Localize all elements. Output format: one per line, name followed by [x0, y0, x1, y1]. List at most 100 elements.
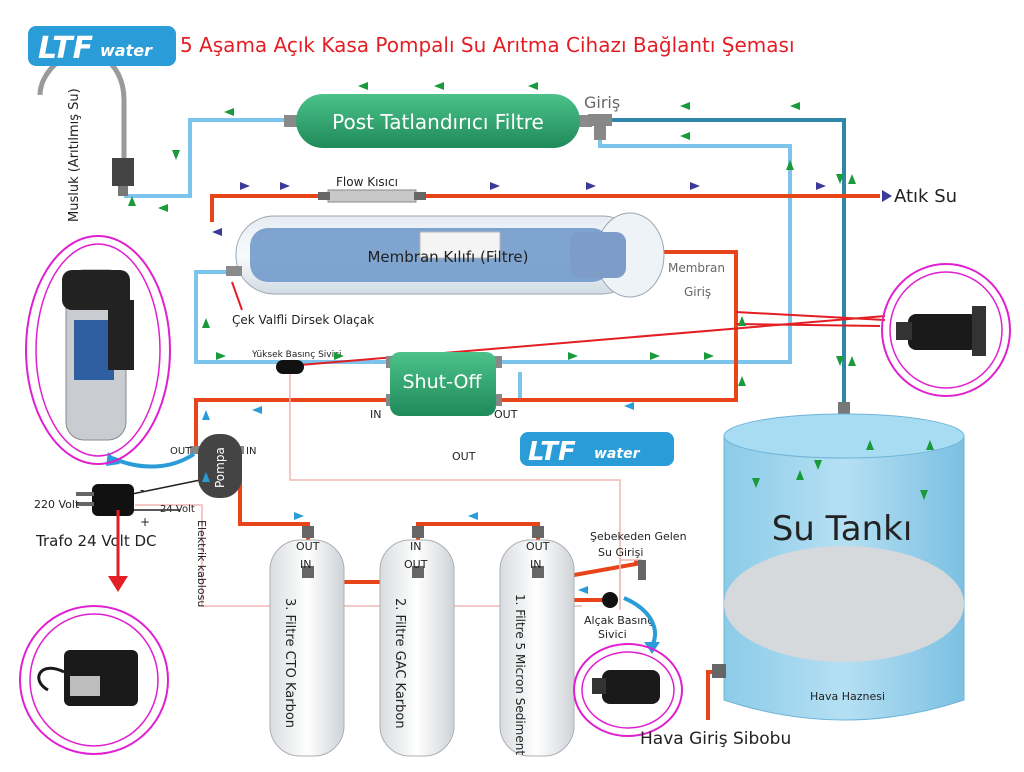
tank-air-valve-label: Hava Giriş Sibobu	[640, 729, 791, 749]
flow-arrow	[568, 352, 578, 360]
flow-arrow	[650, 352, 660, 360]
flow-arrow	[680, 102, 690, 110]
filter-2-bottom-port: OUT	[404, 558, 428, 571]
flow-arrow	[814, 460, 822, 470]
filter-2-top-port: IN	[410, 540, 421, 553]
pressure-arrow	[202, 410, 210, 420]
flow-arrow	[926, 440, 934, 450]
filter-3-top-port: OUT	[296, 540, 320, 553]
flow-arrow	[848, 356, 856, 366]
filter-1-bottom-port: IN	[530, 558, 541, 571]
check-valve-pointer	[231, 281, 243, 311]
flow-arrow	[796, 470, 804, 480]
pressure-arrow	[202, 472, 210, 482]
low-pressure-switch-line-1: Alçak Basınç	[584, 614, 653, 627]
membrane-label: Membran Kılıfı (Filtre)	[367, 248, 528, 266]
mains-inlet-line-2: Su Girişi	[598, 546, 643, 559]
flow-arrow	[528, 82, 538, 90]
filter-3-bottom-port: IN	[300, 558, 311, 571]
flow-arrow	[158, 204, 168, 212]
logo-small: LTF water	[520, 432, 674, 467]
tank-air-chamber-label: Hava Haznesi	[810, 690, 885, 703]
flow-arrow	[752, 478, 760, 488]
standalone-out-label: OUT	[452, 450, 476, 463]
low-pressure-switch-icon	[602, 592, 618, 608]
pressure-arrow	[252, 406, 262, 414]
flow-arrow	[704, 352, 714, 360]
flow-arrow	[224, 108, 234, 116]
waste-arrows	[212, 182, 826, 236]
flow-arrow	[128, 196, 136, 206]
shutoff-label: Shut-Off	[402, 371, 482, 393]
post-filter: Post Tatlandırıcı Filtre	[284, 94, 592, 148]
flow-arrow	[786, 160, 794, 170]
logo-small-main: LTF	[528, 437, 576, 467]
faucet-tube	[37, 49, 127, 196]
flow-arrow	[920, 490, 928, 500]
flow-arrow	[790, 102, 800, 110]
filter-2-housing	[379, 526, 455, 757]
adaptor-photo-highlight	[19, 605, 169, 755]
filter-1-top-port: OUT	[526, 540, 550, 553]
check-valve-label: Çek Valfli Dirsek Olaçak	[232, 313, 374, 327]
waste-arrow	[490, 182, 500, 190]
post-filter-label: Post Tatlandırıcı Filtre	[332, 110, 544, 134]
pump-label: Pompa	[213, 447, 227, 488]
pump-in-label: IN	[246, 446, 256, 457]
logo-sub: water	[100, 41, 153, 60]
high-pressure-switch-label: Yüksek Basınç Sivici	[251, 350, 342, 360]
flow-arrow	[202, 318, 210, 328]
tee-fitting-icon	[588, 114, 612, 140]
waste-arrow	[240, 182, 250, 190]
pressure-arrow	[624, 402, 634, 410]
electric-cable-label: Elektrik kablosu	[195, 520, 208, 607]
flow-arrow	[738, 376, 746, 386]
pressure-arrow	[468, 512, 478, 520]
flow-arrow	[866, 440, 874, 450]
flow-arrow	[334, 352, 344, 360]
power-lines	[131, 477, 211, 511]
transformer-label: Trafo 24 Volt DC	[35, 532, 157, 550]
shutoff-valve: Shut-Off	[386, 352, 502, 416]
flow-arrow	[358, 82, 368, 90]
shutoff-in-label: IN	[370, 408, 381, 421]
low-pressure-switch-line-2: Sivici	[598, 628, 627, 641]
flow-arrow	[216, 352, 226, 360]
transformer-volt-out: 24 Volt	[160, 504, 195, 515]
pump-photo-highlight	[25, 235, 171, 465]
flow-arrow	[738, 316, 746, 326]
high-pressure-switch-photo-icon	[896, 306, 986, 356]
transformer-volt-in: 220 Volt	[34, 498, 80, 511]
tank-pipe	[600, 118, 846, 410]
shutoff-out-label: OUT	[494, 408, 518, 421]
logo-small-sub: water	[594, 446, 641, 462]
waste-arrow	[816, 182, 826, 190]
faucet-label: Musluk (Arıtılmış Su)	[67, 88, 82, 222]
filter-3-housing	[269, 526, 345, 757]
pump-out-label: OUT	[170, 446, 192, 457]
adaptor-photo-icon	[37, 650, 138, 706]
filter-3-label: 3. Filtre CTO Karbon	[282, 598, 297, 728]
waste-arrow	[586, 182, 596, 190]
transformer-icon	[76, 484, 134, 516]
water-tank	[723, 402, 965, 721]
membrane-housing	[226, 212, 665, 298]
pressure-arrow	[578, 586, 588, 594]
pressure-arrows	[202, 402, 634, 594]
logo-main: LTF	[38, 31, 94, 66]
waste-arrow	[690, 182, 700, 190]
mains-inlet-line-1: Şebekeden Gelen	[590, 530, 687, 543]
pressure-arrow	[294, 512, 304, 520]
adaptor-pointer	[108, 510, 128, 592]
pointer-arrows	[111, 452, 657, 647]
mains-inlet-valve-icon	[638, 560, 646, 580]
flow-restrictor	[318, 189, 426, 203]
waste-arrow	[212, 228, 222, 236]
flow-arrow	[680, 132, 690, 140]
flow-restrictor-label: Flow Kısıcı	[336, 175, 398, 189]
switch-photo-highlight	[881, 263, 1011, 397]
flow-arrow	[836, 356, 844, 366]
filter-1-label: 1. Filtre 5 Micron Sediment	[513, 594, 527, 755]
flow-arrow	[848, 174, 856, 184]
post-filter-inlet-label: Giriş	[584, 93, 620, 112]
